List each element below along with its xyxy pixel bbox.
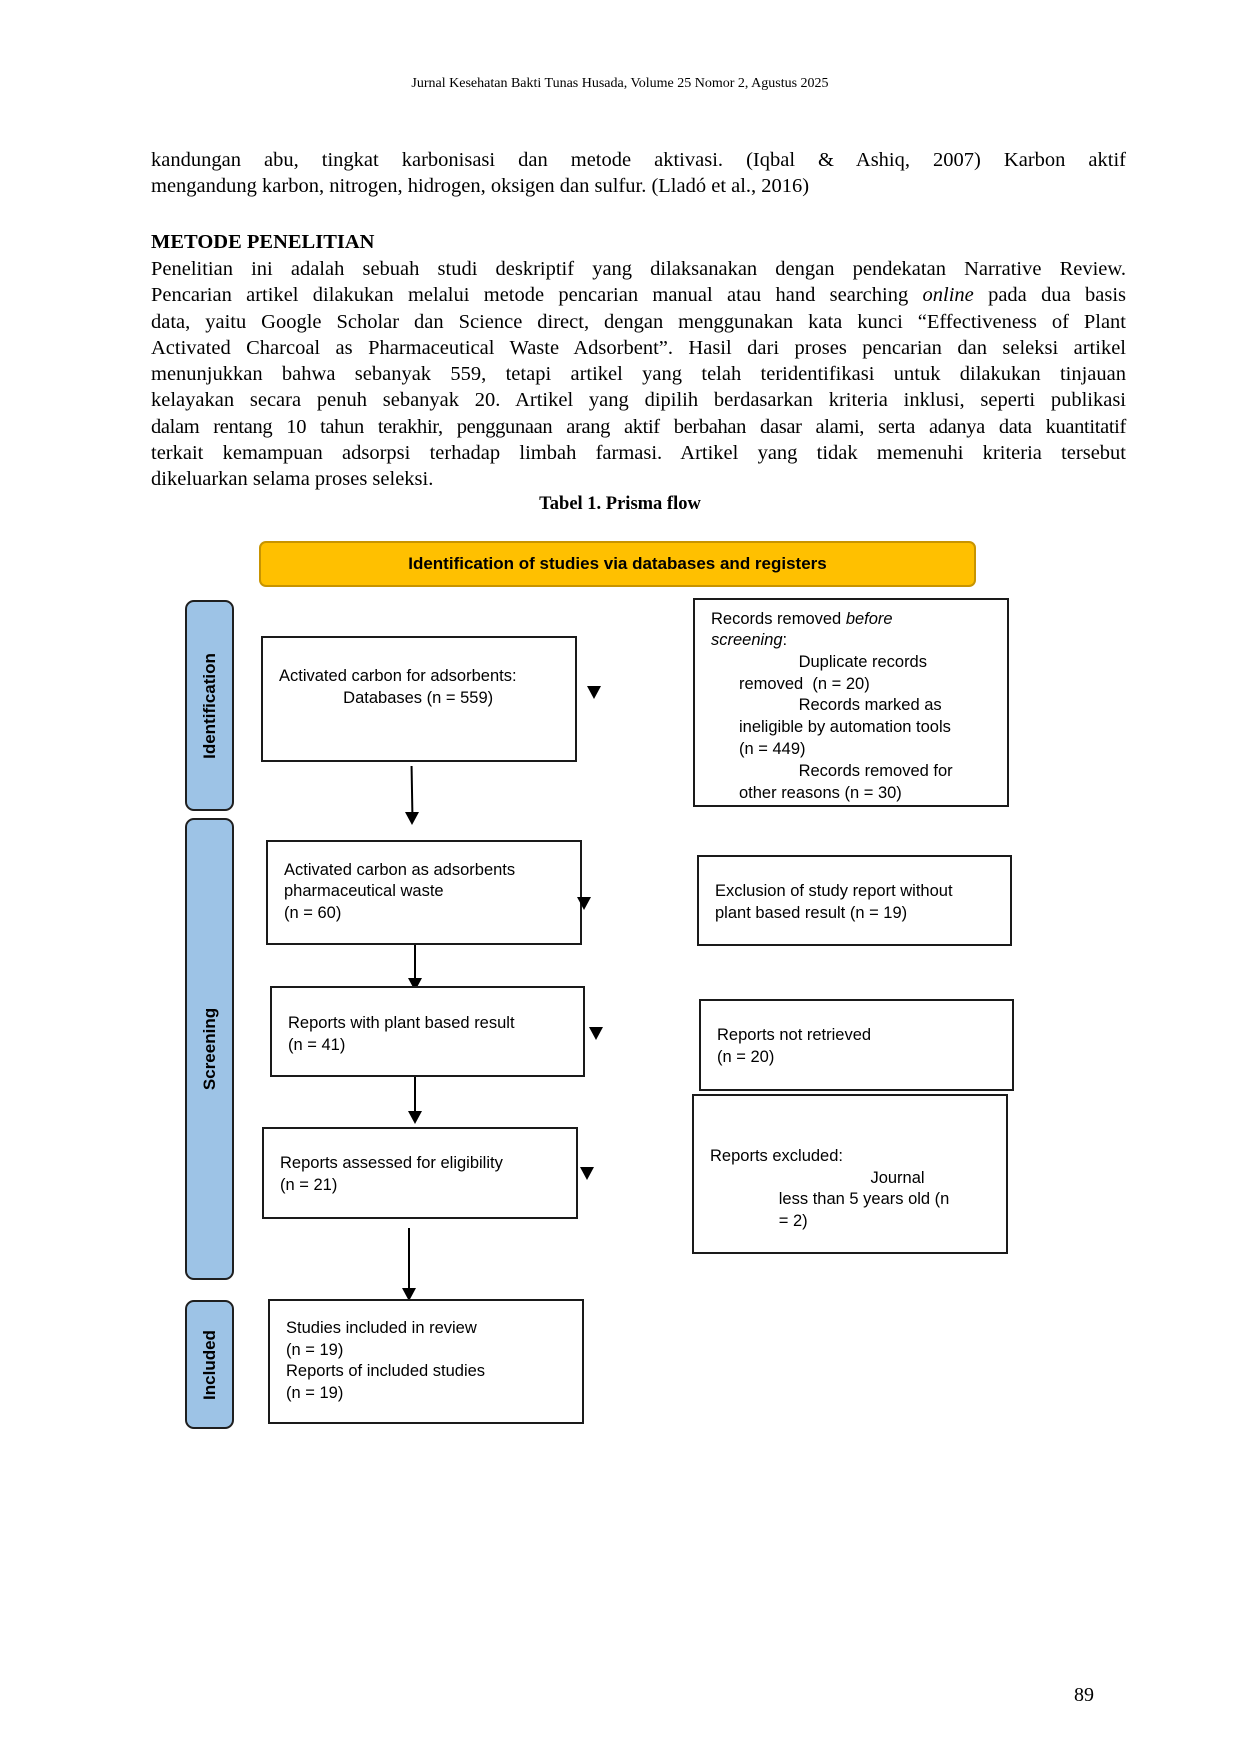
box-plant-based: Reports with plant based result (n = 41) [270, 986, 585, 1077]
text-line: Penelitian ini adalah sebuah studi deskr… [151, 258, 1126, 280]
text-line: terkait kemampuan adsorpsi terhadap limb… [151, 442, 1126, 465]
box-studies-included: Studies included in review (n = 19) Repo… [268, 1299, 584, 1424]
arrowhead-icon [589, 1027, 603, 1040]
text-line: kandungan abu, tingkat karbonisasi dan m… [151, 149, 1126, 171]
identification-banner: Identification of studies via databases … [259, 541, 976, 587]
arrowhead-icon [580, 1167, 594, 1180]
arrow-line [414, 945, 416, 983]
arrow-line [410, 765, 414, 817]
box-reports-excluded: Reports excluded: Journal less than 5 ye… [692, 1094, 1008, 1254]
box-assessed-eligibility: Reports assessed for eligibility (n = 21… [262, 1127, 578, 1219]
box-records-removed: Records removed before screening: Duplic… [693, 598, 1009, 807]
box-databases: Activated carbon for adsorbents: Databas… [261, 636, 577, 762]
text-line: kelayakan secara penuh sebanyak 20. Arti… [151, 389, 1126, 412]
running-header: Jurnal Kesehatan Bakti Tunas Husada, Vol… [411, 76, 829, 91]
text-line: menunjukkan bahwa sebanyak 559, tetapi a… [151, 363, 1126, 386]
phase-screening: Screening [185, 818, 234, 1280]
section-heading: METODE PENELITIAN [151, 231, 375, 253]
phase-identification: Identification [185, 600, 234, 811]
text-line: dikeluarkan selama proses seleksi. [151, 468, 434, 491]
arrowhead-icon [587, 686, 601, 699]
text-line: data, yaitu Google Scholar dan Science d… [151, 310, 1126, 333]
box-pharmaceutical-waste: Activated carbon as adsorbents pharmaceu… [266, 840, 582, 945]
method-paragraph: Penelitian ini adalah sebuah studi deskr… [151, 256, 1126, 493]
arrow-line [408, 1228, 410, 1293]
text-line: mengandung karbon, nitrogen, hidrogen, o… [151, 175, 810, 198]
phase-included: Included [185, 1300, 234, 1429]
figure-caption: Tabel 1. Prisma flow [539, 494, 701, 514]
text-line: dalam rentang 10 tahun terakhir, penggun… [151, 415, 1126, 438]
text-line: Pencarian artikel dilakukan melalui meto… [151, 284, 1126, 307]
text-line: Activated Charcoal as Pharmaceutical Was… [151, 336, 1126, 359]
arrow-line [414, 1077, 416, 1117]
arrowhead-icon [402, 1288, 416, 1301]
arrowhead-icon [577, 897, 591, 910]
arrowhead-icon [405, 812, 419, 825]
page-number: 89 [1074, 1684, 1094, 1706]
box-exclusion-no-plant: Exclusion of study report without plant … [697, 855, 1012, 946]
box-not-retrieved: Reports not retrieved (n = 20) [699, 999, 1014, 1091]
intro-paragraph: kandungan abu, tingkat karbonisasi dan m… [151, 147, 1126, 200]
arrowhead-icon [408, 1111, 422, 1124]
